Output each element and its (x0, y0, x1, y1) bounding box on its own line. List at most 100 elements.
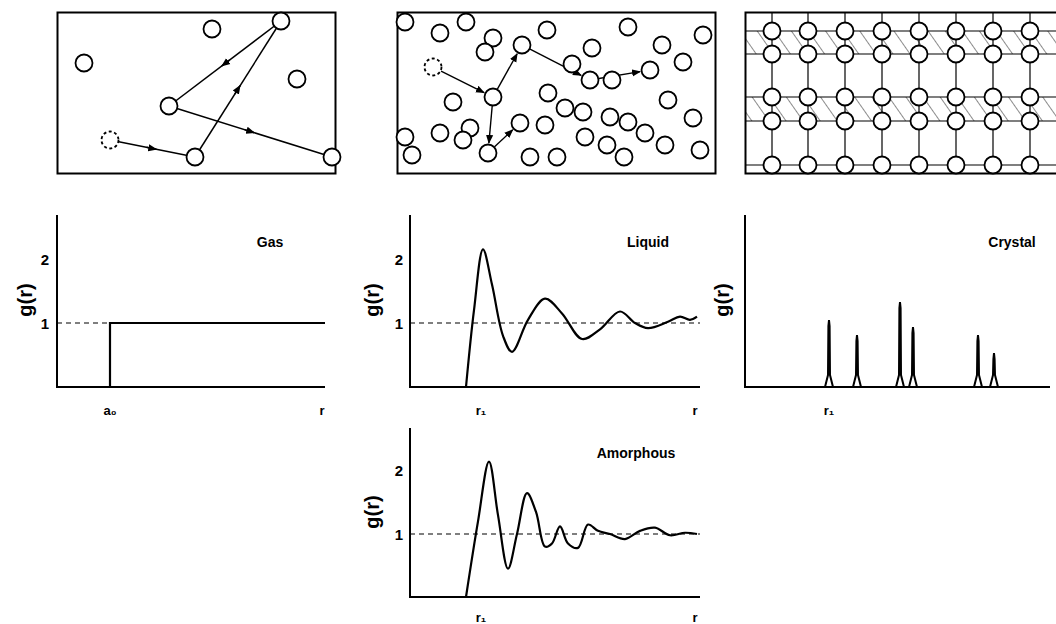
particle (620, 19, 637, 36)
gas-panel (76, 13, 341, 166)
particle (764, 113, 781, 130)
start-particle (102, 132, 119, 149)
particle (695, 27, 712, 44)
particle (911, 23, 928, 40)
particle (948, 157, 965, 174)
particle (692, 142, 709, 159)
axis-label: r₁ (476, 404, 486, 417)
particle (657, 137, 674, 154)
crystal-peak (909, 327, 917, 387)
trajectory-arrow (235, 86, 240, 94)
lattice-row (746, 120, 1056, 121)
axis-label: g(r) (15, 283, 35, 316)
trajectory (169, 21, 281, 106)
particle (764, 23, 781, 40)
axis-label: a₀ (103, 404, 116, 417)
tick-label: 2 (41, 252, 49, 267)
particle (837, 23, 854, 40)
particle (948, 89, 965, 106)
particle (620, 114, 637, 131)
trajectory-arrow (245, 130, 255, 133)
particle (397, 129, 414, 146)
particle (837, 46, 854, 63)
particle (764, 157, 781, 174)
particle (874, 89, 891, 106)
particle (764, 89, 781, 106)
axis-label: r₁ (476, 611, 486, 624)
particle (948, 113, 965, 130)
particle (985, 113, 1002, 130)
trajectory (495, 130, 513, 147)
axes (57, 215, 325, 387)
plot-title: Amorphous (597, 446, 676, 460)
particle (800, 89, 817, 106)
axes (410, 215, 700, 387)
particle (837, 157, 854, 174)
particle (985, 89, 1002, 106)
particle (455, 132, 472, 149)
particle (837, 113, 854, 130)
particle (404, 147, 421, 164)
trajectory (489, 106, 492, 143)
liquid-curve (466, 249, 697, 387)
particle (800, 113, 817, 130)
particle (642, 62, 659, 79)
tick-label: 2 (395, 252, 403, 267)
panel-frame (746, 13, 1056, 174)
particle (582, 72, 599, 89)
particle (477, 44, 494, 61)
particle (522, 149, 539, 166)
hatched-plane (746, 97, 1056, 121)
particle (911, 157, 928, 174)
tick-label: 1 (41, 316, 49, 331)
particle (616, 149, 633, 166)
particle (985, 46, 1002, 63)
particle (948, 23, 965, 40)
particle (1022, 46, 1039, 63)
particle (187, 149, 204, 166)
particle (764, 46, 781, 63)
particle (985, 157, 1002, 174)
lattice-row (746, 53, 1056, 54)
trajectory-arrow (222, 60, 230, 66)
rdf-plots (57, 215, 1050, 597)
particle (985, 23, 1002, 40)
particle (480, 145, 497, 162)
particle (432, 125, 449, 142)
panel-frame (58, 13, 336, 174)
particle (564, 56, 581, 73)
axes (745, 215, 1050, 387)
particle (911, 113, 928, 130)
particle (675, 54, 692, 71)
particle (800, 46, 817, 63)
crystal-peak (896, 302, 904, 387)
plot-title: Crystal (988, 235, 1035, 249)
particle (911, 46, 928, 63)
particle-panels (58, 13, 1056, 174)
particle (575, 104, 592, 121)
particle (549, 149, 566, 166)
trajectory-arrow (147, 147, 157, 149)
plot-title: Gas (257, 235, 283, 249)
particle (599, 137, 616, 154)
particle (557, 100, 574, 117)
axis-label: r (692, 404, 697, 417)
particle (512, 115, 529, 132)
particle (539, 22, 556, 39)
start-particle (425, 59, 442, 76)
particle (637, 125, 654, 142)
particle (874, 46, 891, 63)
particle (324, 149, 341, 166)
trajectory (441, 71, 484, 93)
particle (540, 85, 557, 102)
panel-frame (398, 13, 716, 174)
axis-label: g(r) (362, 283, 382, 316)
tick-label: 2 (395, 463, 403, 478)
crystal-peak (990, 353, 998, 387)
particle (1022, 113, 1039, 130)
axis-label: g(r) (362, 495, 382, 528)
axis-label: g(r) (712, 283, 732, 316)
